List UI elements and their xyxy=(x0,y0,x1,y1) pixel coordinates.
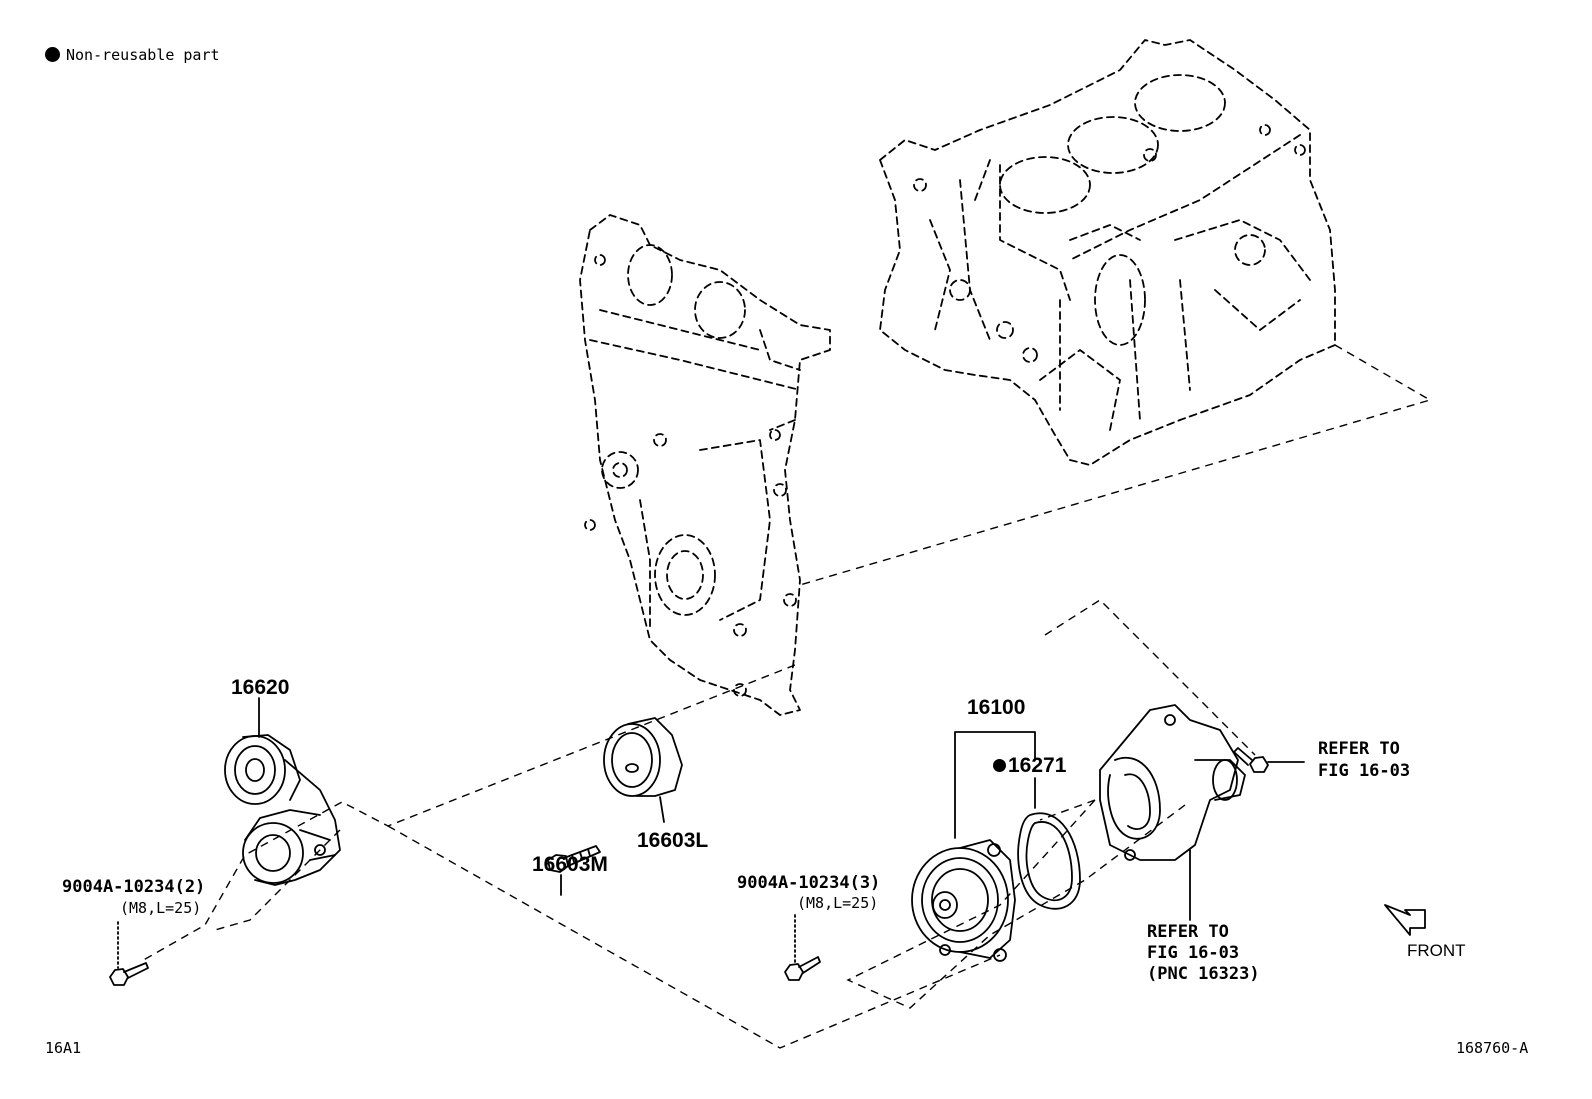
non-reusable-dot-icon xyxy=(993,759,1006,772)
housing-bolt xyxy=(1233,747,1269,773)
bolt-spec-right: (M8,L=25) xyxy=(797,894,879,912)
part-label-16620[interactable]: 16620 xyxy=(231,676,290,699)
ref-upper-line2[interactable]: FIG 16-03 xyxy=(1318,761,1411,781)
tensioner-bolt xyxy=(109,962,149,986)
ref-lower-line2[interactable]: FIG 16-03 xyxy=(1147,943,1240,963)
cylinder-block-phantom xyxy=(879,39,1336,466)
legend-text: Non-reusable part xyxy=(66,46,220,64)
bolt-label-left[interactable]: 9004A-10234(2) xyxy=(62,877,206,897)
ref-lower-line1[interactable]: REFER TO xyxy=(1147,922,1229,942)
front-arrow-icon xyxy=(1384,904,1426,936)
idler-pulley xyxy=(603,717,683,797)
front-label: FRONT xyxy=(1407,941,1466,960)
ref-lower-line3[interactable]: (PNC 16323) xyxy=(1147,964,1260,984)
figure-code-right: 168760-A xyxy=(1456,1039,1529,1057)
part-label-16100[interactable]: 16100 xyxy=(967,696,1026,719)
tensioner-assembly xyxy=(224,734,341,886)
timing-cover-phantom xyxy=(579,214,831,716)
legend: Non-reusable part xyxy=(45,47,220,63)
part-label-16603L[interactable]: 16603L xyxy=(637,829,709,852)
figure-code-left: 16A1 xyxy=(45,1039,82,1057)
water-pump-bolt xyxy=(784,956,821,981)
ref-upper-line1[interactable]: REFER TO xyxy=(1318,739,1400,759)
part-label-16603M[interactable]: 16603M xyxy=(532,853,608,876)
inlet-housing-phantom xyxy=(1099,704,1246,861)
part-label-16271[interactable]: 16271 xyxy=(993,755,1066,776)
bolt-label-right[interactable]: 9004A-10234(3) xyxy=(737,873,881,893)
non-reusable-dot-icon xyxy=(45,47,60,62)
water-pump xyxy=(911,839,1016,962)
gasket xyxy=(1017,812,1081,910)
idler-bolt xyxy=(547,845,601,873)
part-label-16271-text: 16271 xyxy=(1008,754,1067,777)
bolt-spec-left: (M8,L=25) xyxy=(120,899,202,917)
